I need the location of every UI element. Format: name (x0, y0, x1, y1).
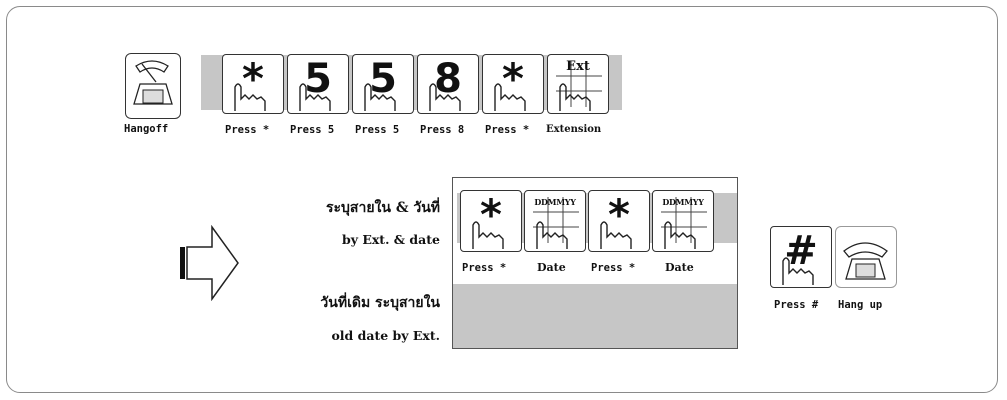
option2-thai-label: วันที่เดิม ระบุสายใน (320, 295, 440, 311)
grid-icon (661, 197, 707, 243)
key-caption: Press * (591, 262, 636, 274)
hangup-phone-icon (835, 226, 897, 288)
key-glyph: 5 (369, 56, 397, 102)
key-5: 5 (352, 54, 414, 114)
right-arrow-icon (180, 225, 239, 301)
key-glyph: 5 (304, 56, 332, 102)
key-star: * (222, 54, 284, 114)
hangup-caption: Hang up (838, 299, 883, 311)
key-caption: Press * (462, 262, 507, 274)
key-caption: Press 5 (290, 124, 335, 136)
key-star: * (588, 190, 650, 252)
diagram-frame (6, 6, 998, 393)
finger-press-icon (494, 83, 526, 111)
key-date: DDMMYY (524, 190, 586, 252)
key-caption: Press * (485, 124, 530, 136)
key-glyph: # (784, 228, 818, 274)
option2-band (453, 284, 737, 348)
key-caption: Press 5 (355, 124, 400, 136)
key-star: * (460, 190, 522, 252)
finger-press-icon (782, 257, 814, 285)
key-caption: Date (537, 261, 566, 274)
finger-press-icon (559, 83, 591, 111)
grid-icon (533, 197, 579, 243)
key-hash: # (770, 226, 832, 288)
finger-press-icon (364, 83, 396, 111)
key-caption: Press * (225, 124, 270, 136)
hangoff-phone-icon (125, 53, 181, 119)
option2-eng-label: old date by Ext. (331, 328, 440, 343)
finger-press-icon (429, 83, 461, 111)
finger-press-icon (536, 221, 568, 249)
grid-icon (556, 61, 602, 107)
key-glyph: 8 (434, 56, 462, 102)
finger-press-icon (600, 221, 632, 249)
finger-press-icon (664, 221, 696, 249)
key-date: DDMMYY (652, 190, 714, 252)
finger-press-icon (299, 83, 331, 111)
finger-press-icon (234, 83, 266, 111)
hangoff-caption: Hangoff (124, 123, 169, 135)
key-glyph: * (242, 54, 264, 103)
key-5: 5 (287, 54, 349, 114)
key-glyph: DDMMYY (534, 197, 576, 207)
option1-thai-label: ระบุสายใน & วันที่ (326, 200, 440, 216)
key-caption: Press 8 (420, 124, 465, 136)
key-star: * (482, 54, 544, 114)
key-caption: Date (665, 261, 694, 274)
key-glyph: Ext (566, 59, 590, 74)
finger-press-icon (472, 221, 504, 249)
key-glyph: * (608, 190, 630, 239)
option1-eng-label: by Ext. & date (341, 232, 440, 247)
key-glyph: DDMMYY (662, 197, 704, 207)
hash-caption: Press # (774, 299, 819, 311)
key-8: 8 (417, 54, 479, 114)
key-extension: Ext (547, 54, 609, 114)
key-glyph: * (480, 190, 502, 239)
key-glyph: * (502, 54, 524, 103)
key-caption: Extension (546, 124, 602, 135)
